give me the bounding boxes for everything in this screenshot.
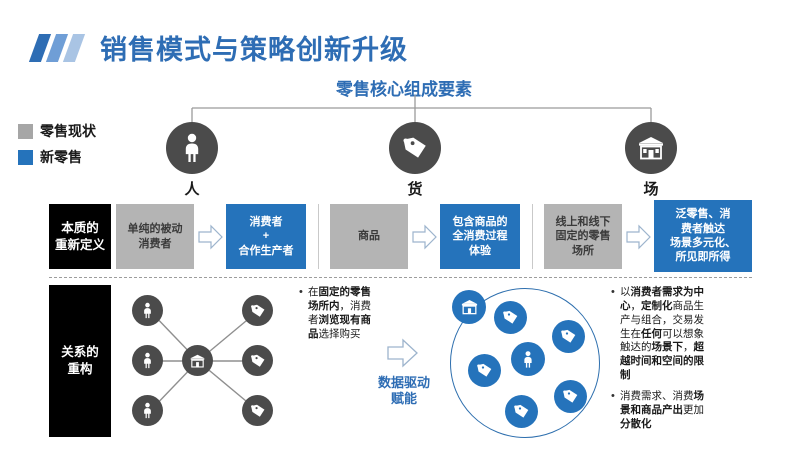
- row-label-relationship: 关系的 重构: [49, 285, 111, 437]
- cluster-tag-node-3[interactable]: [468, 354, 501, 387]
- network-tag-node-3[interactable]: [242, 395, 273, 426]
- network-tag-node-1[interactable]: [242, 295, 273, 326]
- data-drive-label: 数据驱动赋能: [377, 375, 430, 407]
- bullet-new-1: 以消费者需求为中心，定制化商品生产与组合，交易发生在任何可以想象触达的场景下，超…: [611, 285, 712, 383]
- pillar-place[interactable]: 场: [625, 122, 677, 198]
- cluster-tag-node-4[interactable]: [554, 380, 587, 413]
- legend-label-new: 新零售: [40, 149, 82, 165]
- network-person-node-3[interactable]: [132, 395, 163, 426]
- page-title: 销售模式与策略创新升级: [100, 35, 408, 65]
- person-icon: [166, 122, 218, 174]
- bullet-current-1-text: 在固定的零售场所内，消费者浏览现有商品选择购买: [308, 286, 371, 340]
- cell-current-goods: 商品: [330, 204, 408, 269]
- bullet-new-1-text: 以消费者需求为中心，定制化商品生产与组合，交易发生在任何可以想象触达的场景下，超…: [620, 286, 704, 382]
- network-person-node-1[interactable]: [132, 295, 163, 326]
- row-label-essence-line2: 重新定义: [54, 237, 105, 252]
- cell-future-person: 消费者+合作生产者: [226, 204, 306, 269]
- legend-item-new: 新零售: [18, 146, 96, 168]
- row-label-essence: 本质的 重新定义: [49, 204, 111, 269]
- transform-arrow-3: [626, 224, 651, 250]
- bullet-current-1: 在固定的零售场所内，消费者浏览现有商品选择购买: [299, 285, 376, 341]
- cell-current-person: 单纯的被动消费者: [116, 204, 194, 269]
- pillar-person[interactable]: 人: [166, 122, 218, 198]
- bullet-list-current: 在固定的零售场所内，消费者浏览现有商品选择购买: [299, 285, 376, 348]
- transform-arrow-2: [412, 224, 437, 250]
- group-divider-1: [318, 204, 319, 269]
- bullet-list-new: 以消费者需求为中心，定制化商品生产与组合，交易发生在任何可以想象触达的场景下，超…: [611, 285, 712, 439]
- cluster-tag-node-1[interactable]: [494, 301, 527, 334]
- legend-swatch-gray: [18, 123, 33, 139]
- cluster-tag-node-5[interactable]: [505, 395, 538, 428]
- cluster-person-node[interactable]: [511, 342, 545, 376]
- cell-current-place: 线上和线下固定的零售场所: [544, 204, 622, 269]
- network-person-node-2[interactable]: [132, 345, 163, 376]
- legend-swatch-blue: [18, 149, 33, 165]
- section-subtitle: 零售核心组成要素: [336, 80, 472, 99]
- network-store-hub[interactable]: [182, 345, 213, 376]
- pillar-caption-person: 人: [184, 181, 200, 198]
- row-label-relationship-line1: 关系的: [61, 345, 99, 360]
- store-icon: [625, 122, 677, 174]
- pillar-caption-place: 场: [643, 181, 659, 198]
- row-label-essence-line1: 本质的: [61, 220, 99, 235]
- data-drive-arrow: [387, 338, 418, 368]
- cluster-store-node[interactable]: [452, 290, 486, 324]
- bullet-new-2: 消费需求、消费场景和商品产出更加分散化: [611, 389, 712, 432]
- legend-item-current: 零售现状: [18, 120, 96, 142]
- legend: 零售现状 新零售: [18, 120, 96, 172]
- cluster-tag-node-2[interactable]: [552, 320, 585, 353]
- legend-label-current: 零售现状: [40, 123, 96, 139]
- transform-arrow-1: [198, 224, 223, 250]
- price-tag-icon: [389, 122, 441, 174]
- pillar-caption-goods: 货: [407, 181, 423, 198]
- cell-future-goods: 包含商品的全消费过程体验: [440, 204, 520, 269]
- cell-future-place: 泛零售、消费者触达场景多元化、所见即所得: [654, 200, 752, 272]
- pillar-goods[interactable]: 货: [389, 122, 441, 198]
- title-accent-bars: [28, 34, 94, 62]
- bullet-new-2-text: 消费需求、消费场景和商品产出更加分散化: [620, 390, 704, 430]
- network-tag-node-2[interactable]: [242, 345, 273, 376]
- row-label-relationship-line2: 重构: [67, 362, 93, 376]
- group-divider-2: [532, 204, 533, 269]
- row-separator: [49, 277, 752, 278]
- pillar-connector: [191, 95, 652, 122]
